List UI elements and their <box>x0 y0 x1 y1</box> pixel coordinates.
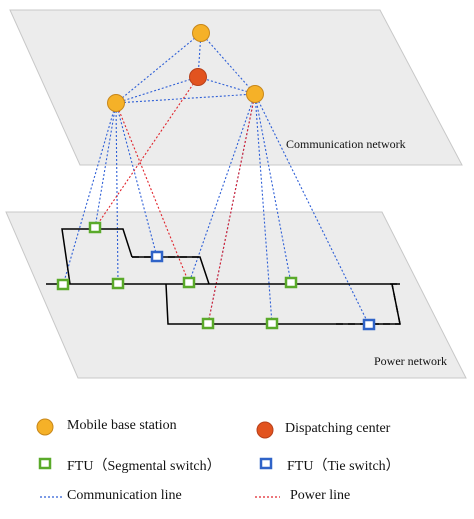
mobile-base-station-top <box>192 24 210 42</box>
segmental-switch <box>284 276 298 289</box>
segmental-switch <box>182 276 196 289</box>
mobile-base-station-left <box>107 94 125 112</box>
communication-network-label: Communication network <box>286 137 406 151</box>
legend-base-station-icon <box>36 418 54 436</box>
legend-dispatching-center-icon <box>256 421 274 439</box>
communication-network-plane <box>9 9 463 166</box>
segmental-switch <box>265 317 279 330</box>
segmental-switch <box>56 278 70 291</box>
legend-mobile-base-station: Mobile base station <box>67 418 177 433</box>
legend-segmental-switch-icon <box>38 457 52 470</box>
tie-switch <box>362 318 376 331</box>
dispatching-center <box>189 68 207 86</box>
legend-dispatching-center: Dispatching center <box>285 421 391 436</box>
segmental-switch <box>111 277 125 290</box>
mobile-base-station-right <box>246 85 264 103</box>
legend-communication-line: Communication line <box>67 488 182 503</box>
legend-tie-switch-icon <box>259 457 273 470</box>
ftu-tie-switches <box>150 250 376 331</box>
feeder-lines <box>46 228 401 325</box>
legend-ftu-tie: FTU（Tie switch） <box>287 459 400 474</box>
legend-power-line: Power line <box>290 488 351 503</box>
power-lines <box>94 76 256 325</box>
tie-switch <box>150 250 164 263</box>
segmental-switch <box>88 221 102 234</box>
legend-ftu-segmental: FTU（Segmental switch） <box>67 459 221 474</box>
segmental-switch <box>201 317 215 330</box>
power-network-label: Power network <box>374 354 447 368</box>
power-network-plane <box>5 211 467 379</box>
ftu-segmental-switches <box>56 221 298 330</box>
